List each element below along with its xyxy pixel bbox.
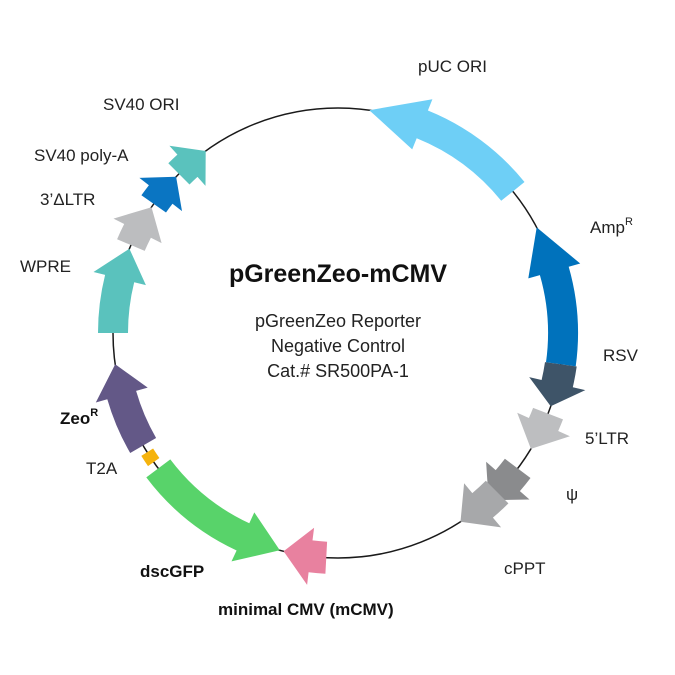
label-t2a: T2A [86, 459, 118, 478]
feature-ltr3 [113, 207, 162, 251]
subtitle-line-3: Cat.# SR500PA-1 [267, 361, 409, 381]
label-amp: AmpR [590, 216, 633, 237]
feature-puc-ori [369, 99, 525, 201]
subtitle-line-2: Negative Control [271, 336, 405, 356]
label-cppt: cPPT [504, 559, 546, 578]
label-sv40-polya: SV40 poly-A [34, 146, 129, 165]
feature-dscgfp [146, 459, 280, 562]
label-wpre: WPRE [20, 257, 71, 276]
feature-psi [486, 458, 531, 501]
label-5ltr: 5’LTR [585, 429, 629, 448]
plasmid-title: pGreenZeo-mCMV [229, 260, 447, 288]
label-rsv: RSV [603, 346, 639, 365]
feature-t2a [141, 448, 160, 467]
label-zeo: ZeoR [60, 407, 98, 428]
feature-rsv [529, 362, 586, 407]
label-dscgfp: dscGFP [140, 562, 204, 581]
feature-sv40-ori [168, 145, 206, 186]
subtitle-line-1: pGreenZeo Reporter [255, 311, 421, 331]
label-mcmv: minimal CMV (mCMV) [218, 600, 394, 619]
feature-sv40-polya [139, 176, 182, 213]
feature-wpre [93, 248, 146, 333]
feature-mcmv [283, 527, 328, 585]
label-sv40-ori: SV40 ORI [103, 95, 180, 114]
label-psi: ψ [566, 485, 578, 504]
label-puc-ori: pUC ORI [418, 57, 487, 76]
features-layer [93, 99, 586, 585]
label-3ltr: 3’ΔLTR [40, 190, 95, 209]
feature-ltr5 [517, 407, 570, 449]
feature-zeo [95, 364, 157, 453]
feature-cppt [460, 480, 509, 528]
feature-amp [528, 227, 581, 367]
